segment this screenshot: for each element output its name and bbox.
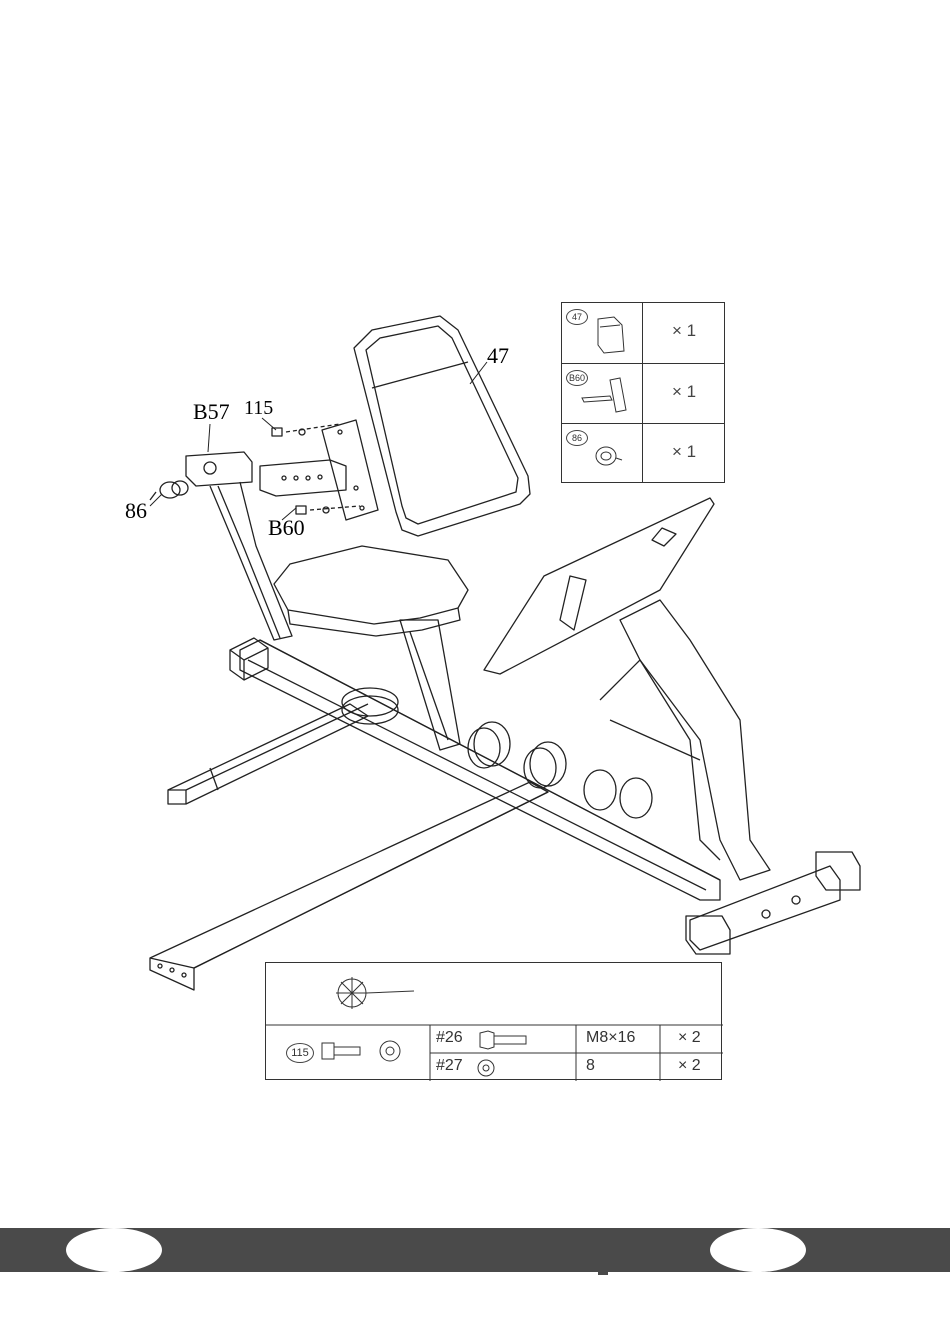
slider-part-icon [580,376,636,416]
hardware-code: #27 [436,1057,463,1075]
parts-table: 47 × 1 B60 × 1 86 × 1 [561,302,725,483]
bolt-icon [478,1029,538,1051]
part-qty: × 1 [642,382,726,402]
bolt-washer-icon [320,1037,410,1067]
footer-page-oval-left [66,1228,162,1272]
backrest-part-icon [592,315,632,355]
parts-row: 47 × 1 [562,303,724,363]
part-tag: 86 [566,430,588,446]
hardware-group-tag: 115 [286,1043,314,1063]
hardware-size: 8 [586,1057,595,1075]
part-tag: 47 [566,309,588,325]
hardware-size: M8×16 [586,1029,635,1047]
hardware-qty: × 2 [678,1029,701,1047]
parts-row: B60 × 1 [562,363,724,424]
footer-tab [598,1272,608,1275]
knob-part-icon [590,438,630,478]
part-qty: × 1 [642,442,726,462]
hardware-table: 115 #26 M8×16 × 2 #27 8 × 2 [265,962,722,1080]
hardware-qty: × 2 [678,1057,701,1075]
part-qty: × 1 [642,321,726,341]
hardware-code: #26 [436,1029,463,1047]
washer-icon [474,1057,498,1079]
footer-page-oval-right [710,1228,806,1272]
parts-row: 86 × 1 [562,423,724,484]
hardware-icon [332,973,422,1013]
